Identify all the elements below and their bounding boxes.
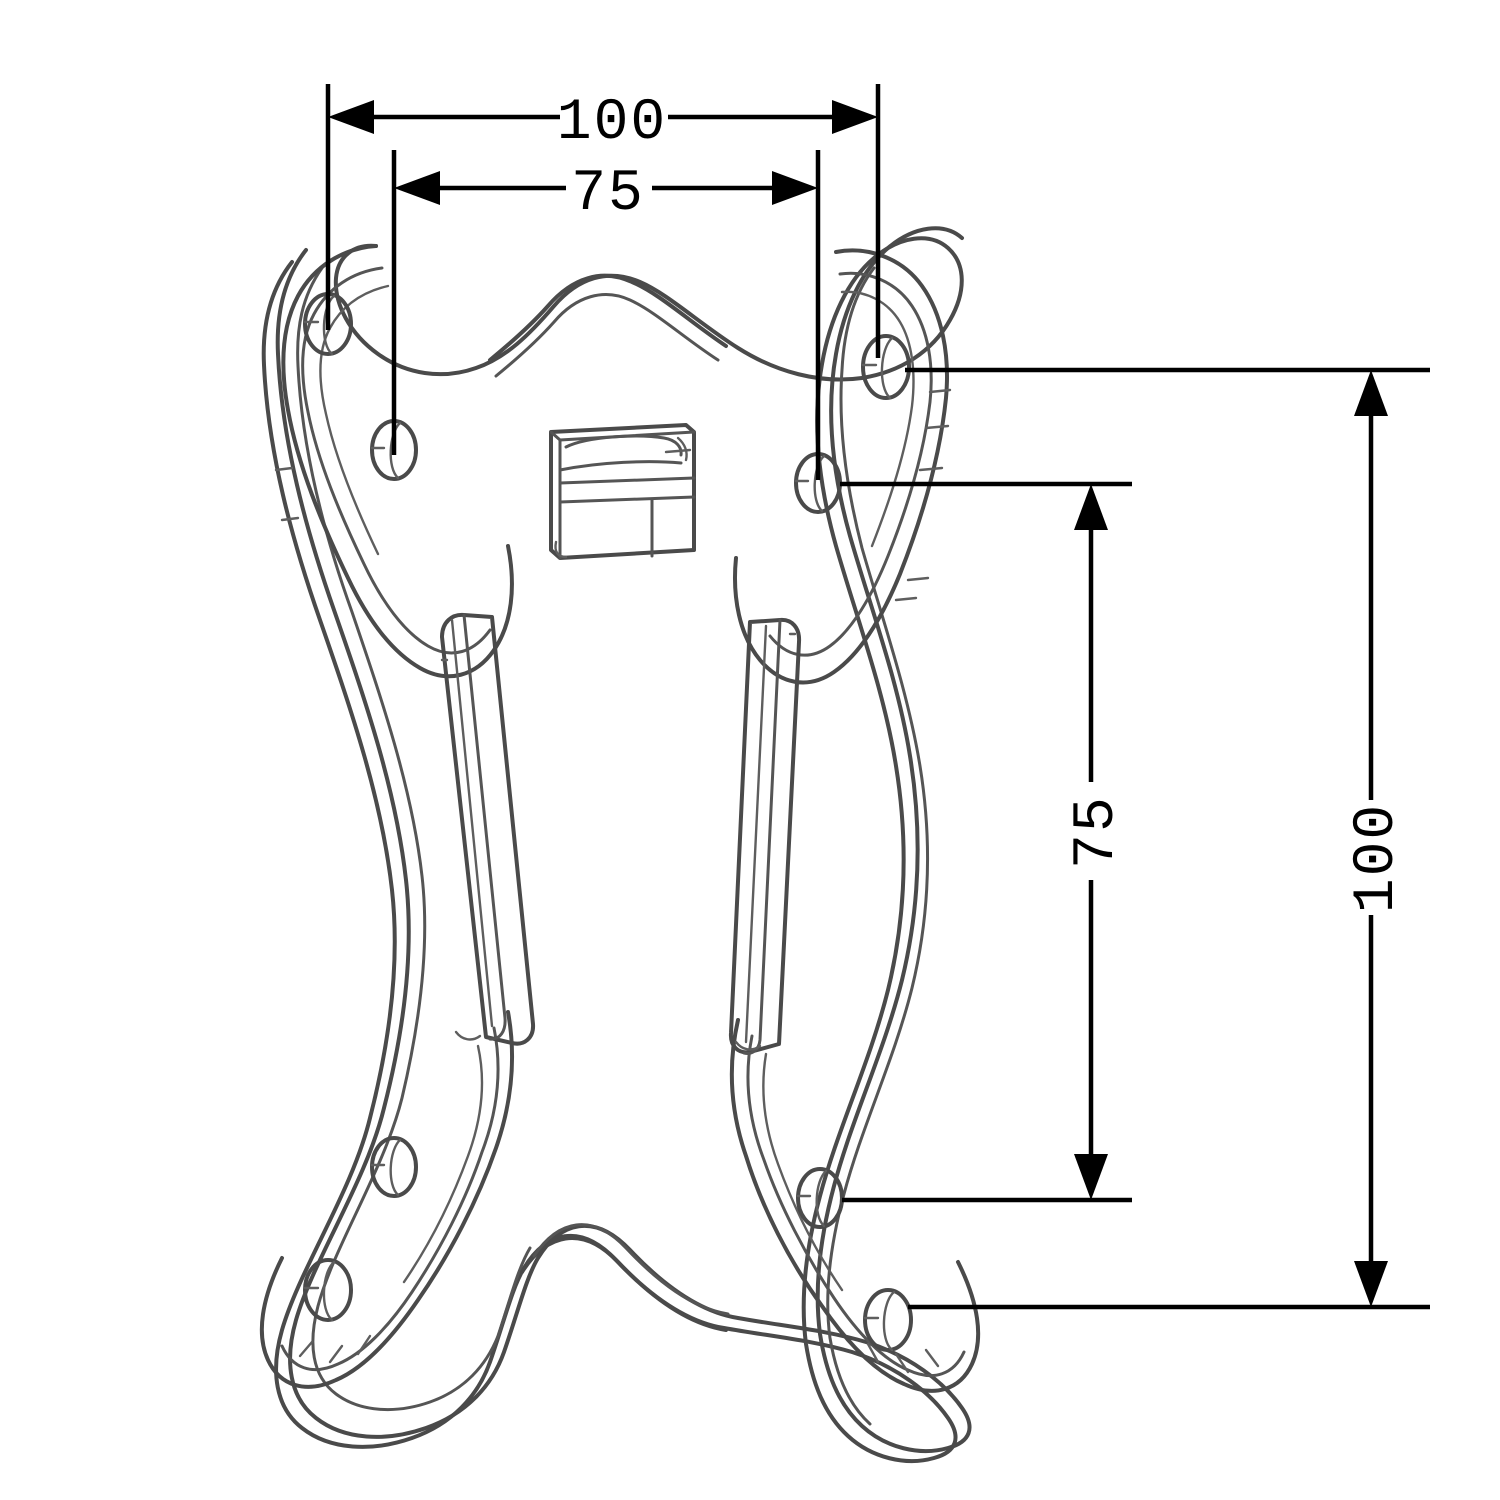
bottom-center-notch [520, 1236, 728, 1332]
plate-inner-offset-contour-right [826, 266, 930, 1426]
plate-body-contour [275, 226, 972, 1453]
plate-inner-offset-contour [296, 266, 532, 1411]
top-right-arm-inner [768, 271, 933, 657]
bottom-right-facet-3 [866, 1342, 880, 1364]
vesa-mounting-holes [303, 292, 913, 1352]
bracket-part-outline [259, 226, 981, 1463]
top-right-arm-inner2 [840, 290, 915, 548]
left-rib-slot [440, 612, 536, 1046]
bottom-left-arm-outer [259, 1010, 514, 1389]
arrowhead-v75-top [1074, 484, 1108, 530]
right-rib-slot [728, 617, 802, 1055]
dimension-top-100: 100 [325, 84, 881, 358]
bottom-left-facet-2 [328, 1344, 344, 1364]
hole-bottom-right-outer [863, 1288, 913, 1352]
top-right-arm-outer [733, 248, 949, 685]
bottom-center-notch-offset [532, 1223, 730, 1316]
right-edge-tick-1 [928, 388, 952, 394]
dimension-right-100: 100 [905, 367, 1430, 1310]
dimension-label-right-100: 100 [1345, 803, 1410, 913]
center-latch-block [549, 423, 696, 560]
arrowhead-v100-bottom [1354, 1261, 1388, 1307]
top-left-arm-inner2 [319, 284, 390, 556]
right-edge-tick-4 [906, 576, 930, 582]
hole-top-right-outer [861, 334, 911, 400]
hole-bottom-left-outer [303, 1258, 353, 1322]
top-left-arm-inner [301, 266, 492, 655]
bottom-right-arm-outer [729, 1018, 981, 1393]
dimension-top-75: 75 [391, 150, 821, 480]
right-edge-tick-2 [924, 424, 950, 430]
left-edge-tick-2 [280, 516, 300, 522]
bottom-right-arm-inner [746, 1034, 966, 1378]
left-edge-tick-1 [274, 466, 294, 472]
dimension-label-top-75: 75 [571, 162, 645, 227]
rib-slots [440, 612, 802, 1055]
dimension-label-right-75: 75 [1065, 795, 1130, 869]
top-center-notch-offset [494, 293, 720, 378]
bottom-left-facet-1 [298, 1340, 314, 1358]
top-center-notch [488, 273, 728, 362]
right-edge-tick-3 [918, 466, 944, 472]
bottom-left-arm-inner2 [402, 1044, 484, 1284]
arrowhead-75-right [772, 171, 818, 205]
dimension-right-75: 75 [840, 481, 1132, 1203]
bottom-left-arm-inner [280, 1026, 500, 1372]
arrowhead-100-left [328, 100, 374, 134]
dimension-label-top-100: 100 [557, 91, 667, 156]
arrowhead-100-right [832, 100, 878, 134]
right-edge-tick-5 [894, 596, 918, 602]
plate-outer-contour [261, 236, 964, 1463]
arrowhead-75-left [394, 171, 440, 205]
arrowhead-v75-bottom [1074, 1154, 1108, 1200]
bottom-right-facet-2 [894, 1352, 910, 1374]
bottom-right-arm-inner2 [762, 1052, 844, 1292]
bottom-left-facet-3 [356, 1334, 372, 1356]
arrowhead-v100-top [1354, 370, 1388, 416]
bottom-right-facet-1 [924, 1348, 940, 1368]
hole-bottom-left-inner [370, 1136, 418, 1198]
